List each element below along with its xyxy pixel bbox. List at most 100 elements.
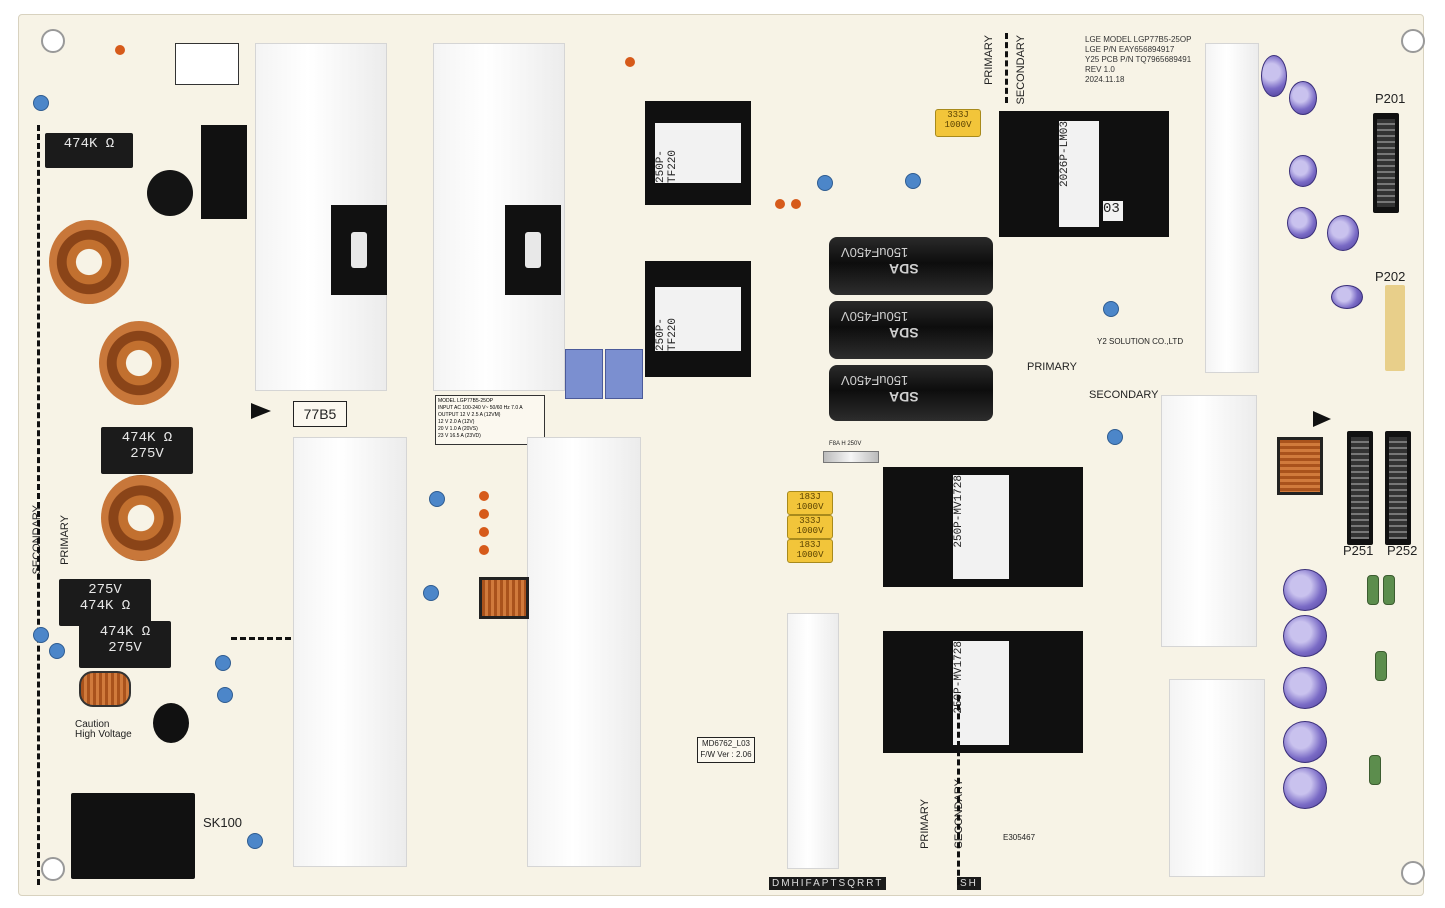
ceramic-cap xyxy=(1107,429,1123,445)
firmware-label: MD6762_L03 F/W Ver : 2.06 xyxy=(697,737,755,763)
sh-strip: SH xyxy=(957,877,981,890)
transformer-5: 250P-MV1728 xyxy=(883,631,1083,753)
spec-row: 23 V 16.5 A (23VD) xyxy=(438,433,481,439)
sk100-label: SK100 xyxy=(203,815,243,830)
electrolytic-cap xyxy=(1283,667,1327,709)
resistor-block-1: 474K Ω xyxy=(45,133,133,168)
solution-label: Y2 SOLUTION CO.,LTD xyxy=(1097,337,1184,346)
transformer-2: 250P-TF220 xyxy=(645,261,751,377)
green-resistor xyxy=(1369,755,1381,785)
ceramic-cap xyxy=(423,585,439,601)
transformer-label: 2026P-LM03 xyxy=(1059,121,1099,227)
model-info-block: LGE MODEL LGP77B5-25OP LGE P/N EAY656894… xyxy=(1085,35,1192,84)
resistor-rating: 275V xyxy=(130,446,164,462)
primary-top-label: PRIMARY xyxy=(983,35,995,85)
connector-p202 xyxy=(1385,285,1405,371)
arrow-right-icon xyxy=(1313,411,1331,427)
small-diode xyxy=(479,527,489,537)
resistor-rating: 275V xyxy=(88,582,122,598)
bulk-cap-2: 150uF450V SDA xyxy=(829,301,993,359)
electrolytic-cap xyxy=(1283,615,1327,657)
model-tag: 77B5 xyxy=(293,401,347,427)
resistor-value: 474K Ω xyxy=(63,136,115,152)
green-resistor xyxy=(1367,575,1379,605)
bulk-cap-1: 150uF450V SDA xyxy=(829,237,993,295)
small-diode xyxy=(115,45,125,55)
secondary-top-label: SECONDARY xyxy=(1015,35,1027,105)
p202-label: P202 xyxy=(1375,269,1406,284)
film-cap-2 xyxy=(605,349,643,399)
p252-label: P252 xyxy=(1387,543,1418,558)
electrolytic-cap xyxy=(1289,81,1317,115)
ceramic-cap xyxy=(33,95,49,111)
toroid-coil-2 xyxy=(99,321,179,405)
electrolytic-cap xyxy=(1331,285,1363,309)
heatsink-mid-3 xyxy=(787,613,839,869)
green-resistor xyxy=(1383,575,1395,605)
mounting-hole-icon xyxy=(1401,861,1425,885)
ceramic-cap xyxy=(217,687,233,703)
small-diode xyxy=(775,199,785,209)
high-voltage-label: High Voltage xyxy=(75,729,132,740)
ac-input-connector xyxy=(71,793,195,879)
fuse xyxy=(823,451,879,463)
toroid-coil-1 xyxy=(49,220,129,304)
transformer-number: 03 xyxy=(1103,201,1123,221)
isolation-line xyxy=(957,695,960,885)
electrolytic-cap xyxy=(1283,721,1327,763)
primary-left-label: PRIMARY xyxy=(59,515,71,565)
resistor-block-3: 275V 474K Ω xyxy=(59,579,151,626)
spec-input: INPUT AC 100-240 V~ 50/60 Hz 7.0 A xyxy=(438,405,523,411)
heatsink-right-2 xyxy=(1161,395,1257,647)
resistor-value: 474K Ω xyxy=(121,430,173,446)
bridge-rectifier-2 xyxy=(505,205,561,295)
connector-p251 xyxy=(1347,431,1373,545)
heatsink-right-1 xyxy=(1205,43,1259,373)
isolation-line xyxy=(231,637,291,640)
pcb-board: 474K Ω 474K Ω 275V 275V 474K Ω 474K Ω 27… xyxy=(18,14,1425,896)
blank-label-box xyxy=(175,43,239,85)
transformer-3: 2026P-LM03 03 xyxy=(999,111,1169,237)
resistor-value: 474K Ω xyxy=(99,624,151,640)
mounting-hole-icon xyxy=(41,29,65,53)
relay xyxy=(201,125,247,219)
ceramic-cap xyxy=(817,175,833,191)
bridge-cap xyxy=(153,703,189,743)
transformer-label: 250P-TF220 xyxy=(655,123,741,183)
p201-label: P201 xyxy=(1375,91,1406,106)
heatsink-right-3 xyxy=(1169,679,1265,877)
ceramic-cap xyxy=(1103,301,1119,317)
ul-mark: E305467 xyxy=(1003,833,1036,842)
ntc-thermistor xyxy=(147,170,193,216)
ceramic-cap xyxy=(905,173,921,189)
small-diode xyxy=(479,509,489,519)
fuse-label: F8A H 250V xyxy=(829,441,862,447)
spec-model: MODEL LGP77B5-25OP xyxy=(438,398,494,404)
arrow-left-icon xyxy=(251,403,271,419)
heatsink-mid-1 xyxy=(293,437,407,867)
transformer-label: 250P-MV1728 xyxy=(953,475,1009,579)
spec-row: 12 V 2.0 A (12V) xyxy=(438,419,475,425)
p251-label: P251 xyxy=(1343,543,1374,558)
primary-bottom-label: PRIMARY xyxy=(919,799,931,849)
resistor-rating: 275V xyxy=(108,640,142,656)
output-inductor xyxy=(1277,437,1323,495)
transformer-4: 250P-MV1728 xyxy=(883,467,1083,587)
isolation-line xyxy=(1005,33,1008,103)
small-diode xyxy=(479,545,489,555)
ceramic-cap xyxy=(33,627,49,643)
ceramic-cap xyxy=(247,833,263,849)
resistor-block-4: 474K Ω 275V xyxy=(79,621,171,668)
heatsink-left-1 xyxy=(255,43,387,391)
ceramic-cap xyxy=(49,643,65,659)
connector-p201 xyxy=(1373,113,1399,213)
bulk-cap-3: 150uF450V SDA xyxy=(829,365,993,421)
ceramic-cap xyxy=(215,655,231,671)
green-resistor xyxy=(1375,651,1387,681)
small-diode xyxy=(479,491,489,501)
small-transformer xyxy=(479,577,529,619)
transformer-label: 250P-MV1728 xyxy=(953,641,1009,745)
